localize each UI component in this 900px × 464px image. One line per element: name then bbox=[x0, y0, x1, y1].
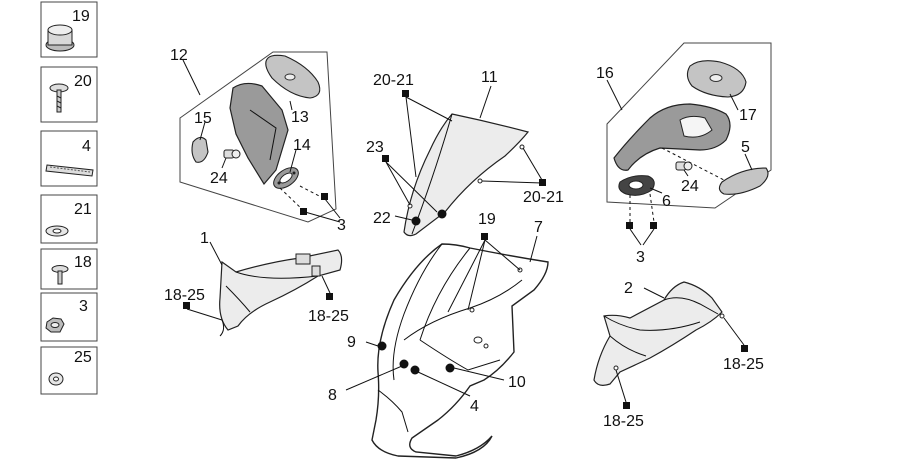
grommet-icon bbox=[45, 24, 75, 52]
key-item-3: 3 bbox=[40, 292, 98, 342]
callout-18-25-left-b: 18-25 bbox=[308, 308, 349, 325]
callout-23: 23 bbox=[366, 139, 384, 156]
key-number-3: 3 bbox=[79, 298, 88, 315]
callout-3-left: 3 bbox=[337, 217, 346, 234]
left-mirror-housing bbox=[229, 82, 289, 186]
right-inner-panel-group: 2 18-25 18-25 bbox=[593, 280, 764, 430]
key-number-18: 18 bbox=[74, 254, 92, 271]
callout-20-21-right: 20-21 bbox=[523, 189, 564, 206]
callout-7: 7 bbox=[534, 219, 543, 236]
adhesive-strip-icon bbox=[45, 164, 94, 177]
front-fairing-group: 19 7 9 8 4 10 bbox=[328, 211, 549, 459]
bolt-icon bbox=[51, 265, 69, 285]
windscreen-group: 20-21 11 23 22 20-21 bbox=[366, 69, 564, 237]
callout-5: 5 bbox=[741, 139, 750, 156]
key-item-25: 25 bbox=[40, 346, 98, 395]
right-mirror-assembly: 16 17 5 24 6 3 bbox=[596, 42, 772, 266]
callout-13: 13 bbox=[291, 109, 309, 126]
front-fairing bbox=[371, 243, 549, 459]
callout-9: 9 bbox=[347, 334, 356, 351]
key-number-19: 19 bbox=[72, 8, 90, 25]
washer-icon bbox=[45, 225, 69, 237]
callout-16: 16 bbox=[596, 65, 614, 82]
callout-18-25-left-a: 18-25 bbox=[164, 287, 205, 304]
key-item-21: 21 bbox=[40, 194, 98, 244]
callout-12: 12 bbox=[170, 47, 188, 64]
callout-6: 6 bbox=[662, 193, 671, 210]
windscreen bbox=[403, 113, 530, 237]
key-item-19: 19 bbox=[40, 1, 98, 58]
key-item-20: 20 bbox=[40, 66, 98, 123]
left-inner-panel-group: 1 18-25 18-25 bbox=[164, 230, 349, 337]
nut-icon bbox=[45, 317, 65, 333]
key-item-4: 4 bbox=[40, 130, 98, 187]
left-mirror-glass bbox=[265, 54, 321, 99]
callout-24-left: 24 bbox=[210, 170, 228, 187]
callout-1: 1 bbox=[200, 230, 209, 247]
flat-washer-icon bbox=[48, 372, 64, 386]
left-mirror-assembly: 12 13 14 15 24 3 bbox=[170, 47, 346, 234]
callout-15: 15 bbox=[194, 110, 212, 127]
left-bulb bbox=[223, 149, 241, 159]
callout-8: 8 bbox=[328, 387, 337, 404]
callout-14: 14 bbox=[293, 137, 311, 154]
key-number-25: 25 bbox=[74, 349, 92, 366]
left-inner-panel bbox=[219, 249, 343, 331]
right-mirror-glass bbox=[686, 60, 747, 98]
callout-2: 2 bbox=[624, 280, 633, 297]
key-number-20: 20 bbox=[74, 73, 92, 90]
right-inner-panel bbox=[593, 281, 723, 386]
hardware-key: 19 20 4 bbox=[40, 1, 98, 395]
callout-24-right: 24 bbox=[681, 178, 699, 195]
right-turn-signal-lens bbox=[718, 167, 769, 195]
callout-10: 10 bbox=[508, 374, 526, 391]
right-mirror-gasket bbox=[618, 175, 655, 196]
left-turn-signal-lens bbox=[191, 136, 209, 163]
key-item-18: 18 bbox=[40, 248, 98, 290]
right-bulb bbox=[675, 161, 693, 171]
callout-22: 22 bbox=[373, 210, 391, 227]
left-mirror-gasket bbox=[273, 167, 299, 189]
key-number-4: 4 bbox=[82, 138, 91, 155]
callout-11: 11 bbox=[481, 69, 498, 86]
callout-18-25-right-a: 18-25 bbox=[723, 356, 764, 373]
callout-17: 17 bbox=[739, 107, 757, 124]
callout-19: 19 bbox=[478, 211, 496, 228]
key-number-21: 21 bbox=[74, 201, 92, 218]
callout-18-25-right-b: 18-25 bbox=[603, 413, 644, 430]
callout-3-right: 3 bbox=[636, 249, 645, 266]
screw-icon bbox=[49, 83, 69, 113]
callout-4: 4 bbox=[470, 398, 479, 415]
callout-20-21-top: 20-21 bbox=[373, 72, 414, 89]
